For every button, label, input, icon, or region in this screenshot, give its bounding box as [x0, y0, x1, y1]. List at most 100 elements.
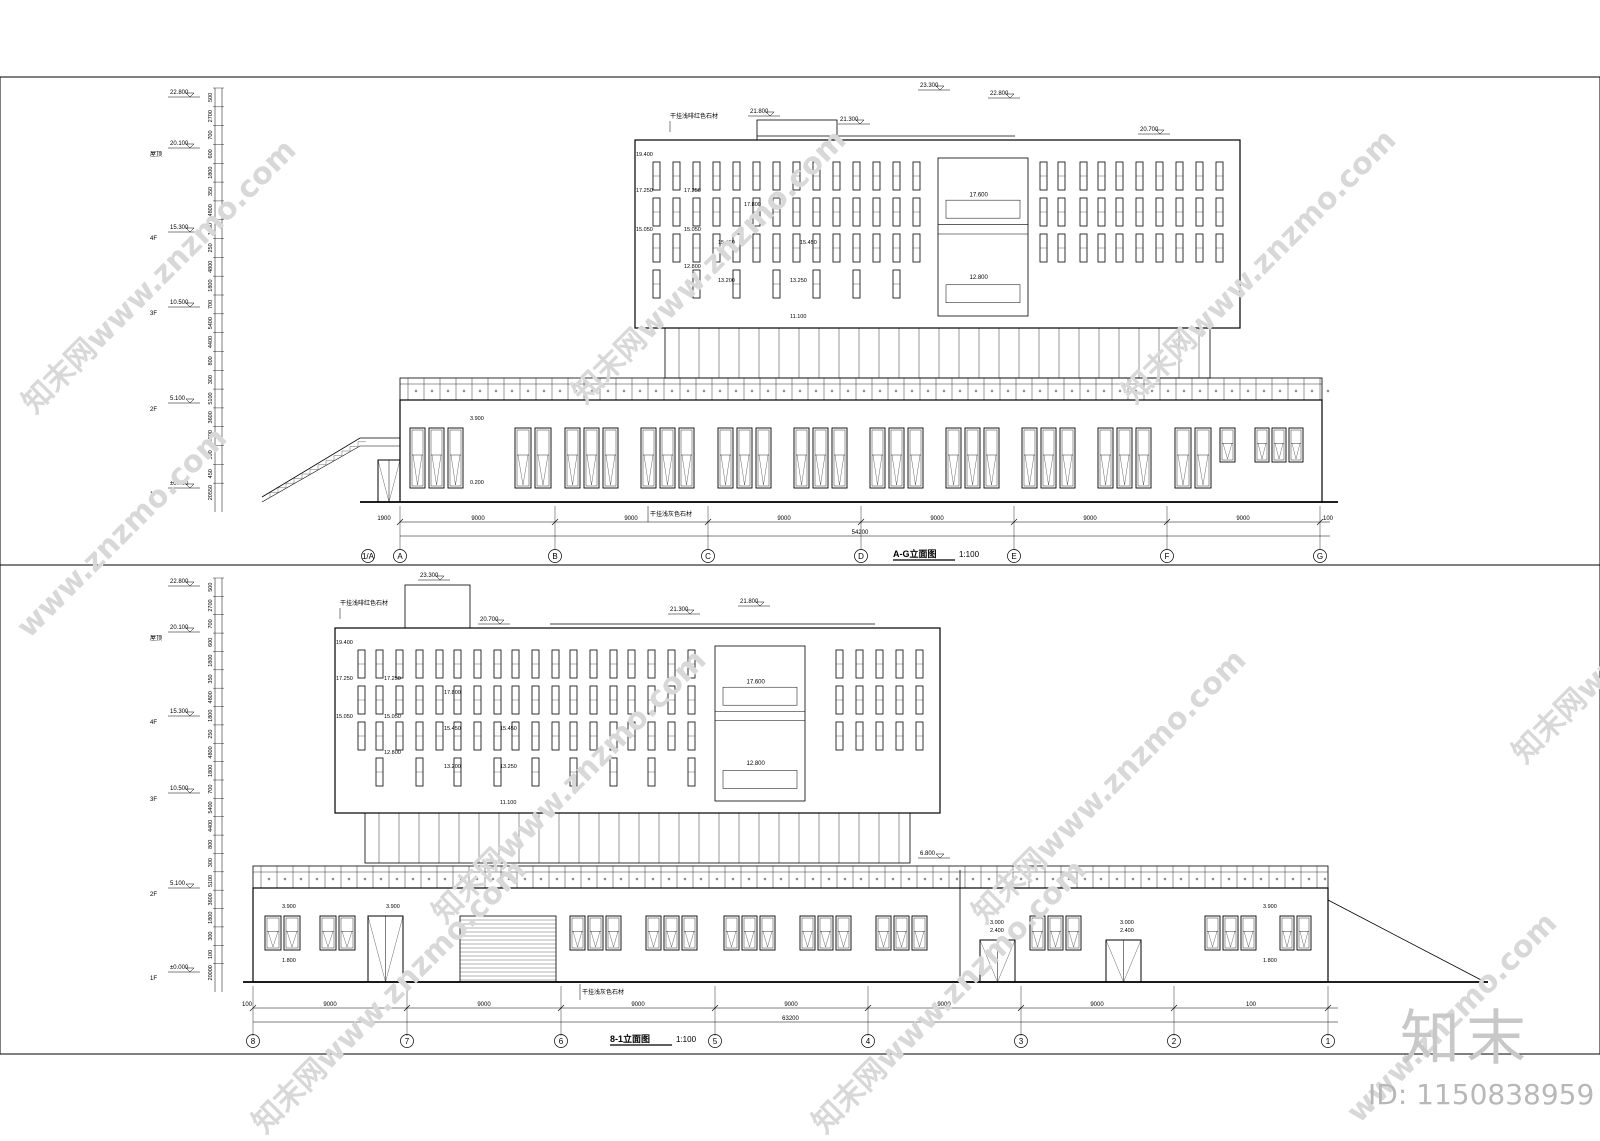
window-swing [834, 454, 840, 486]
window-swing [567, 454, 573, 486]
window-swing [431, 454, 437, 486]
railing-ornament [1150, 389, 1154, 393]
vertical-dim: 1800 [208, 279, 214, 291]
podium-level: 2.400 [1120, 928, 1134, 934]
inner-level: 13.200 [718, 278, 735, 284]
railing-ornament [638, 389, 642, 393]
window-swing [1119, 454, 1125, 486]
railing-ornament [1115, 877, 1119, 881]
door-swing [388, 459, 401, 503]
railing-ornament [430, 389, 434, 393]
ground-window-frame [814, 429, 827, 487]
vertical-dim: 4400 [208, 336, 214, 348]
vertical-dim: 4400 [208, 820, 214, 832]
podium-level: 2.400 [990, 928, 1004, 934]
railing-ornament [1147, 877, 1151, 881]
railing-ornament [875, 877, 879, 881]
window-swing [1029, 454, 1035, 486]
window-swing [972, 454, 978, 486]
window-swing [802, 931, 808, 948]
level-marker-icon [185, 788, 195, 794]
railing-band [399, 377, 1323, 401]
railing-ornament [734, 389, 738, 393]
ground-window [338, 915, 356, 951]
railing-ornament [859, 877, 863, 881]
level-marker-icon [185, 711, 195, 717]
axis-label: 4 [866, 1037, 871, 1046]
ground-window [1040, 427, 1057, 489]
ground-window-frame [571, 917, 584, 949]
ground-window [447, 427, 464, 489]
material-note: 干挂浅啡红色石材 [340, 599, 388, 607]
vertical-dim: 300 [208, 931, 214, 940]
ground-window-frame [1281, 917, 1293, 949]
window-swing [1073, 931, 1079, 948]
ground-window-frame [1118, 429, 1131, 487]
dim-tick [704, 518, 712, 526]
vertical-dim: 5100 [208, 392, 214, 404]
core-level: 17.600 [970, 192, 989, 198]
railing-ornament [1118, 389, 1122, 393]
dim-tick [557, 1004, 565, 1012]
ground-window [1047, 915, 1064, 951]
bay-dim: 9000 [1236, 516, 1250, 522]
vertical-dim: 4800 [208, 261, 214, 273]
axis-label: C [705, 552, 711, 561]
window-swing [1230, 931, 1236, 948]
railing-ornament [619, 877, 623, 881]
inner-level: 13.200 [444, 764, 461, 770]
level-value: 23.300 [920, 83, 939, 89]
bay-dim: 9000 [477, 1002, 491, 1008]
level-marker-icon [435, 575, 445, 581]
railing-ornament [1294, 389, 1298, 393]
elevation-scale: 1:100 [676, 1035, 697, 1044]
window-swing [1227, 443, 1233, 460]
ground-window [587, 915, 604, 951]
column-screen [364, 812, 911, 864]
ground-window [1279, 915, 1295, 951]
podium-level: 3.000 [990, 920, 1004, 926]
window-swing [1048, 454, 1054, 486]
inner-level: 12.800 [384, 750, 401, 756]
level-value: 5.100 [170, 396, 186, 402]
ground-window [888, 427, 905, 489]
axis-label: 7 [405, 1037, 410, 1046]
ground-window [1174, 427, 1192, 489]
window-swing [417, 454, 423, 486]
ground-window-frame [1031, 917, 1044, 949]
level-value: 15.300 [170, 225, 189, 231]
ground-window [605, 915, 622, 951]
axis-label: 1/A [362, 552, 375, 561]
vertical-dim: 2700 [208, 599, 214, 611]
ground-window [1021, 427, 1038, 489]
window-swing [681, 454, 687, 486]
window-swing [839, 454, 845, 486]
window-swing [767, 931, 773, 948]
inner-level: 15.050 [684, 227, 701, 233]
window-swing [739, 454, 745, 486]
ground-window-frame [761, 917, 774, 949]
window-swing [1202, 454, 1209, 486]
railing-ornament [446, 389, 450, 393]
vertical-dim: 700 [208, 130, 214, 139]
railing-ornament [1278, 389, 1282, 393]
railing-ornament [587, 877, 591, 881]
ground-window [741, 915, 758, 951]
podium-level: 3.900 [282, 904, 296, 910]
axis-label: 5 [713, 1037, 718, 1046]
level-marker-icon [755, 601, 765, 607]
ground-window-frame [1137, 429, 1150, 487]
railing-ornament [1038, 389, 1042, 393]
window-swing [610, 454, 616, 486]
ground-window-frame [909, 429, 922, 487]
ground-window-frame [1221, 429, 1234, 461]
railing-ornament [475, 877, 479, 881]
window-swing [915, 454, 921, 486]
railing-ornament [414, 389, 418, 393]
ground-window [1219, 427, 1236, 463]
railing-ornament [910, 389, 914, 393]
window-swing [820, 454, 826, 486]
inner-level: 15.450 [500, 726, 517, 732]
vertical-dim: 700 [208, 300, 214, 309]
